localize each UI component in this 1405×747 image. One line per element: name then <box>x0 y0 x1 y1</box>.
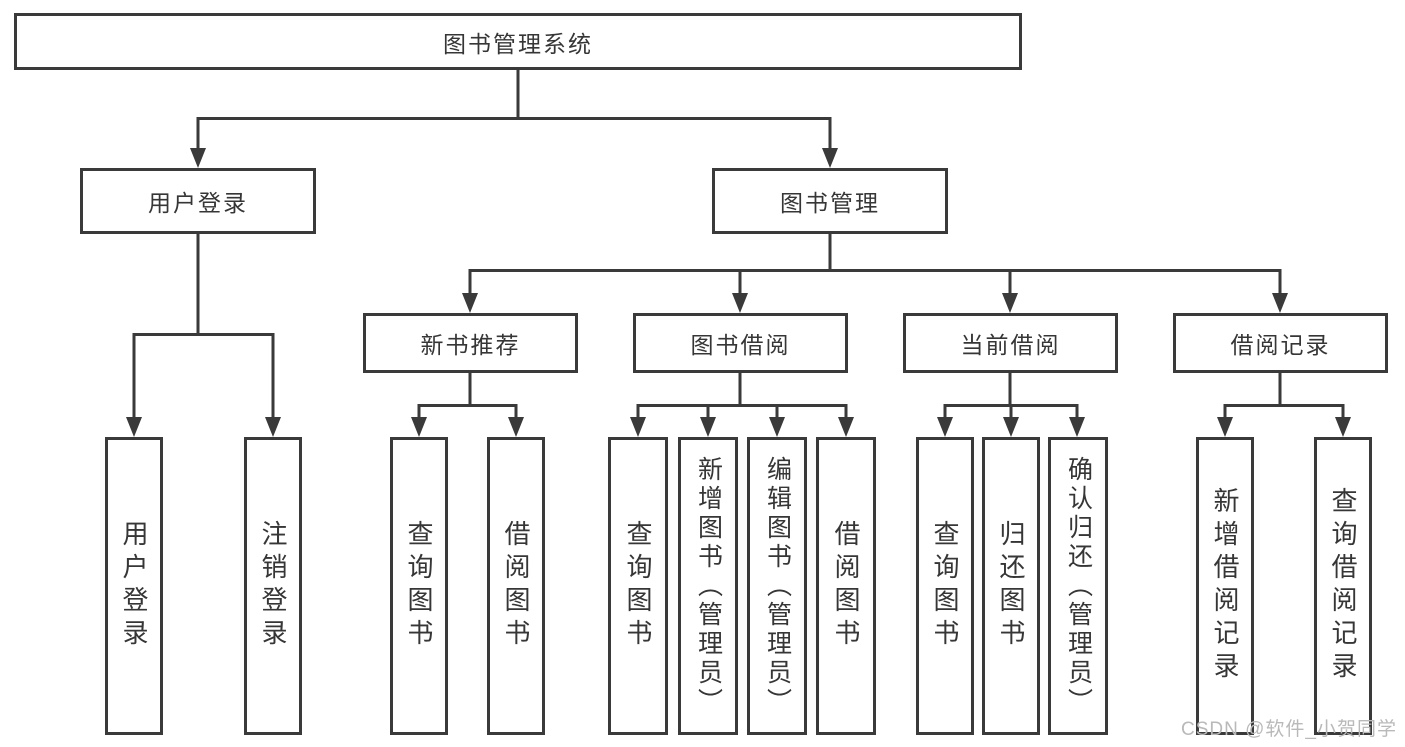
node-library-management-system: 图书管理系统 <box>14 13 1022 70</box>
node-user-login-branch: 用户登录 <box>80 168 316 234</box>
arrowhead-icon <box>630 417 646 437</box>
node-borrow-records: 借阅记录 <box>1173 313 1388 373</box>
leaf-query-book-recommend: 查询图书 <box>390 437 448 735</box>
node-label: 查询图书 <box>623 520 653 652</box>
arrowhead-icon <box>462 293 478 313</box>
node-label: 归还图书 <box>996 520 1026 652</box>
arrowhead-icon <box>1003 417 1019 437</box>
arrowhead-icon <box>769 417 785 437</box>
node-label: 注销登录 <box>258 520 288 652</box>
leaf-query-book-borrow: 查询图书 <box>608 437 668 735</box>
leaf-add-borrow-record: 新增借阅记录 <box>1196 437 1254 735</box>
node-label: 图书借阅 <box>690 332 791 358</box>
node-label: 图书管理系统 <box>443 30 593 57</box>
node-label: 用户登录 <box>119 520 149 652</box>
arrowhead-icon <box>838 417 854 437</box>
node-label: 查询图书 <box>930 520 960 652</box>
arrowhead-icon <box>1217 417 1233 437</box>
node-label: 查询借阅记录 <box>1328 487 1358 685</box>
connector-new-book-recommend-children <box>411 373 524 437</box>
arrowhead-icon <box>822 148 838 168</box>
node-label: 新增借阅记录 <box>1210 487 1240 685</box>
arrowhead-icon <box>126 417 142 437</box>
arrowhead-icon <box>700 417 716 437</box>
leaf-query-borrow-record: 查询借阅记录 <box>1314 437 1372 735</box>
leaf-confirm-return-admin: 确认归还（管理员） <box>1048 437 1108 735</box>
leaf-return-book: 归还图书 <box>982 437 1040 735</box>
arrowhead-icon <box>190 148 206 168</box>
node-book-borrow: 图书借阅 <box>633 313 848 373</box>
connector-book-management-children <box>462 234 1288 313</box>
leaf-borrow-book-recommend: 借阅图书 <box>487 437 545 735</box>
arrowhead-icon <box>1002 293 1018 313</box>
arrowhead-icon <box>411 417 427 437</box>
leaf-edit-book-admin: 编辑图书（管理员） <box>747 437 807 735</box>
node-label: 图书管理 <box>780 190 880 216</box>
arrowhead-icon <box>732 293 748 313</box>
leaf-logout: 注销登录 <box>244 437 302 735</box>
arrowhead-icon <box>1272 293 1288 313</box>
connector-current-borrow-children <box>937 373 1085 437</box>
arrowhead-icon <box>265 417 281 437</box>
watermark-text: CSDN @软件_小贺同学 <box>1181 719 1397 740</box>
node-label: 确认归还（管理员） <box>1064 455 1093 717</box>
arrowhead-icon <box>1069 417 1085 437</box>
node-current-borrow: 当前借阅 <box>903 313 1118 373</box>
connector-user-login-children <box>126 234 281 437</box>
connector-book-borrow-children <box>630 373 854 437</box>
arrowhead-icon <box>1335 417 1351 437</box>
leaf-borrow-book: 借阅图书 <box>816 437 876 735</box>
arrowhead-icon <box>937 417 953 437</box>
node-label: 借阅图书 <box>831 520 861 652</box>
leaf-query-book-current: 查询图书 <box>916 437 974 735</box>
connector-root-to-level2 <box>190 70 838 168</box>
node-book-management: 图书管理 <box>712 168 948 234</box>
arrowhead-icon <box>508 417 524 437</box>
leaf-user-login: 用户登录 <box>105 437 163 735</box>
node-label: 借阅记录 <box>1230 332 1331 358</box>
node-label: 用户登录 <box>148 190 248 216</box>
node-label: 新书推荐 <box>420 332 521 358</box>
node-new-book-recommend: 新书推荐 <box>363 313 578 373</box>
connector-borrow-records-children <box>1217 373 1351 437</box>
node-label: 当前借阅 <box>960 332 1061 358</box>
node-label: 查询图书 <box>404 520 434 652</box>
leaf-add-book-admin: 新增图书（管理员） <box>678 437 738 735</box>
node-label: 编辑图书（管理员） <box>763 455 792 717</box>
node-label: 新增图书（管理员） <box>694 455 723 717</box>
node-label: 借阅图书 <box>501 520 531 652</box>
